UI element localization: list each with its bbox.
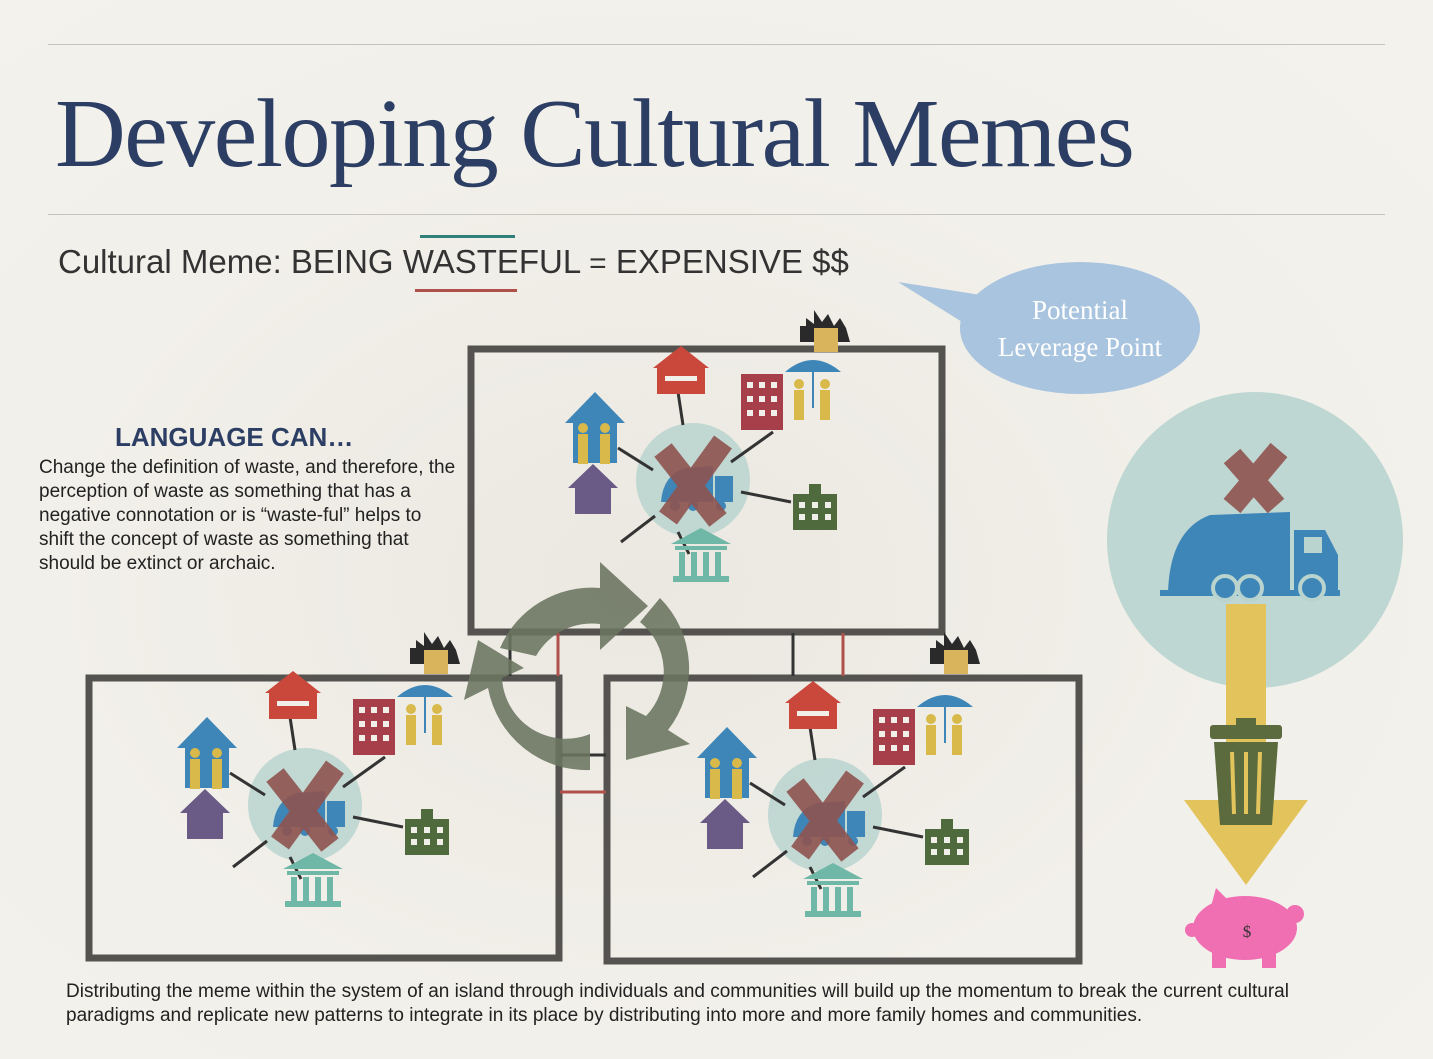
cycle-arrows-icon — [464, 562, 690, 771]
title-divider — [48, 214, 1385, 215]
community-frame-top — [467, 310, 946, 636]
piggy-bank-symbol: $ — [1243, 922, 1252, 941]
meme-equals: = — [589, 247, 607, 280]
meme-prefix: Cultural Meme: BEING — [58, 243, 403, 280]
keyword-underline — [415, 289, 517, 292]
community-frame-left — [85, 632, 563, 962]
community-frame-right — [603, 632, 1083, 965]
keyword-overline — [420, 235, 515, 238]
language-heading: LANGUAGE CAN… — [115, 422, 354, 452]
language-body: Change the definition of waste, and ther… — [39, 457, 456, 574]
garbage-truck-leverage-icon — [1107, 392, 1403, 688]
top-divider — [48, 44, 1385, 45]
leverage-point-bubble — [898, 262, 1200, 394]
leverage-line-1: Potential — [1032, 295, 1128, 325]
meme-statement: Cultural Meme: BEING WASTEFUL = EXPENSIV… — [58, 243, 849, 281]
piggy-bank-icon — [1185, 888, 1304, 968]
meme-suffix: EXPENSIVE $$ — [615, 243, 849, 280]
page-title: Developing Cultural Memes — [55, 80, 1135, 188]
meme-keyword: WASTEFUL — [402, 243, 580, 280]
footer-text: Distributing the meme within the system … — [66, 981, 1289, 1026]
leverage-point-label: Potential Leverage Point — [965, 292, 1195, 366]
leverage-line-2: Leverage Point — [997, 332, 1163, 362]
